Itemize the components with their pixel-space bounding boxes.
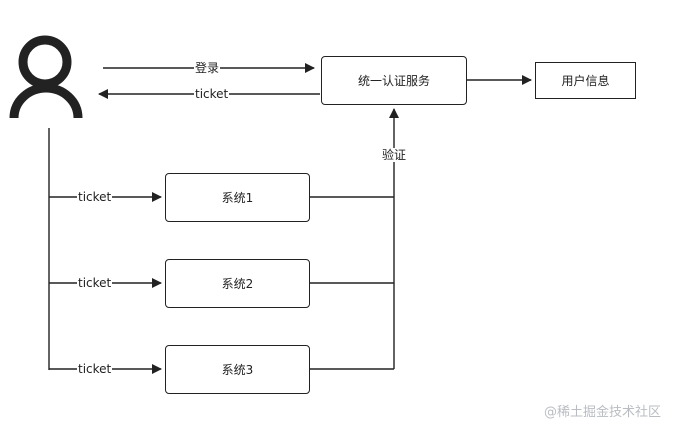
system-1-label: 系统1	[221, 191, 254, 205]
verify-edge-label: 验证	[381, 148, 408, 162]
system-3-label: 系统3	[221, 363, 254, 377]
user-icon	[9, 35, 83, 119]
watermark-text: @稀土掘金技术社区	[543, 405, 661, 420]
user-info-label: 用户信息	[561, 74, 610, 88]
system-1-node: 系统1	[165, 173, 310, 222]
ticket-system-2-edge-label: ticket	[77, 276, 113, 290]
login-edge-label: 登录	[194, 61, 221, 75]
system-2-label: 系统2	[221, 277, 254, 291]
auth-service-node: 统一认证服务	[321, 56, 467, 105]
ticket-system-3-edge-label: ticket	[77, 362, 113, 376]
auth-service-label: 统一认证服务	[357, 74, 430, 88]
system-2-node: 系统2	[165, 259, 310, 308]
system-3-node: 系统3	[165, 345, 310, 394]
user-info-node: 用户信息	[535, 62, 636, 99]
ticket-system-1-edge-label: ticket	[77, 190, 113, 204]
ticket-return-edge-label: ticket	[194, 87, 230, 101]
